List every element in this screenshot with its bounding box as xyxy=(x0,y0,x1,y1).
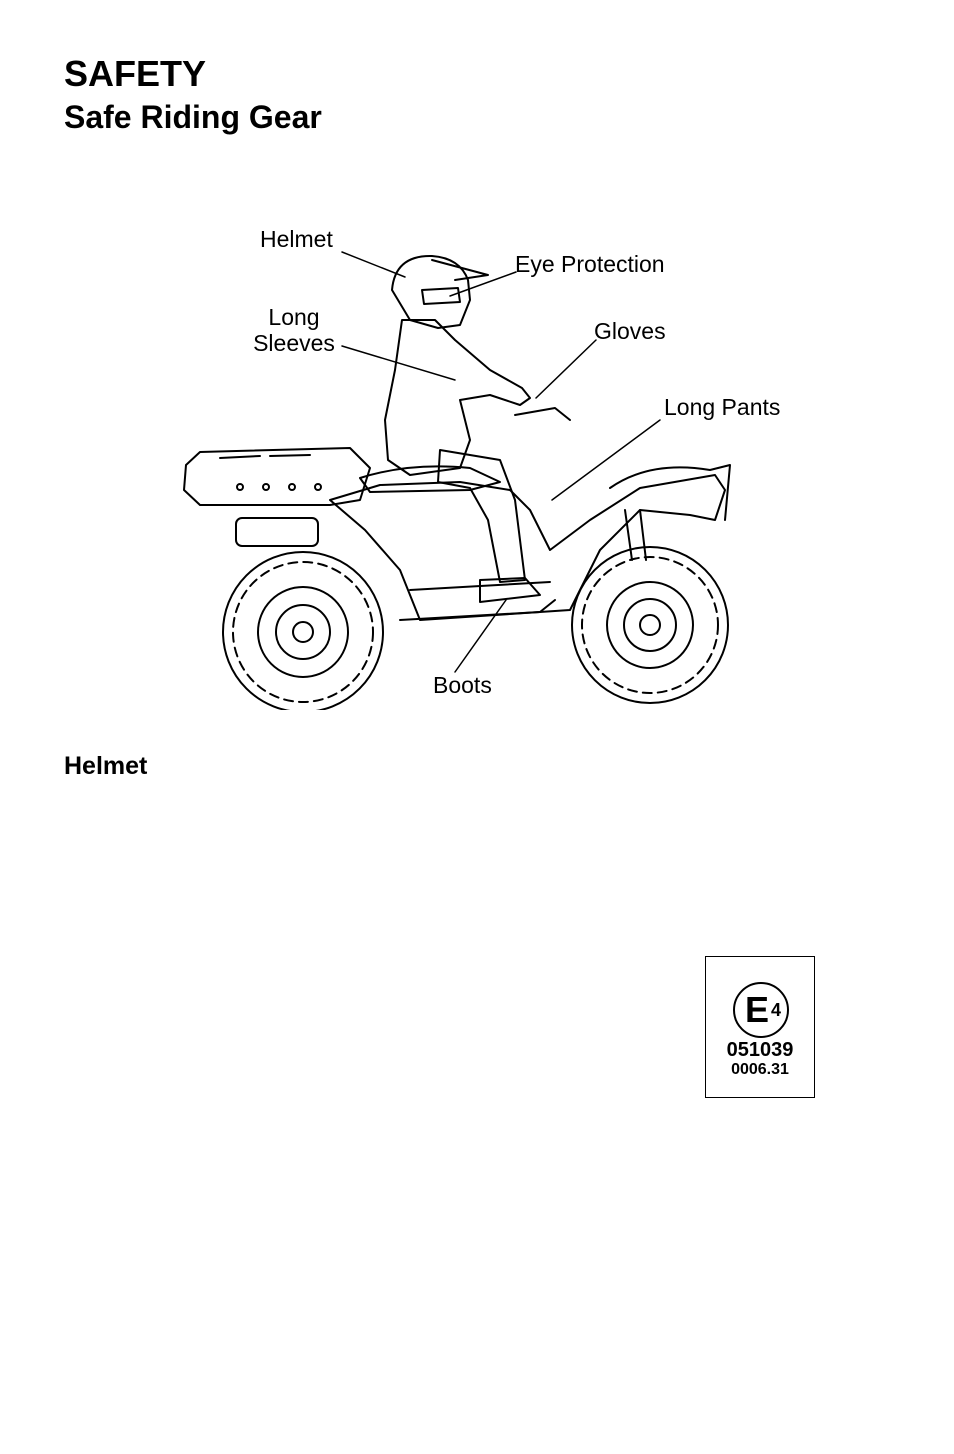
e-mark-circle: E 4 xyxy=(733,982,789,1038)
label-gloves: Gloves xyxy=(594,318,666,344)
rider-helmet xyxy=(391,254,489,329)
page-title: Safe Riding Gear xyxy=(64,99,322,135)
label-boots: Boots xyxy=(433,672,492,698)
atv-rider-illustration xyxy=(183,251,731,710)
e-mark-serial: 0006.31 xyxy=(731,1061,789,1078)
atv-body xyxy=(329,474,726,621)
leader-lines xyxy=(341,251,661,673)
rider-torso xyxy=(384,319,531,476)
rider-boot xyxy=(479,577,541,603)
e-mark-letter: E xyxy=(745,989,770,1030)
section-title: SAFETY xyxy=(64,53,207,94)
e-mark-country-code: 4 xyxy=(771,1000,782,1020)
helmet-heading: Helmet xyxy=(64,752,148,780)
label-helmet: Helmet xyxy=(260,226,333,252)
front-wheel xyxy=(571,546,729,704)
e-mark-approval-number: 051039 xyxy=(726,1039,794,1061)
label-long-pants: Long Pants xyxy=(664,394,781,420)
label-long-sleeves-line1: Long xyxy=(268,304,320,330)
label-long-sleeves-line2: Sleeves xyxy=(253,330,335,356)
rear-rack xyxy=(183,447,371,506)
rider-legs xyxy=(437,449,526,583)
rear-wheel xyxy=(222,551,384,710)
e-mark-label: E 4 051039 0006.31 xyxy=(705,956,815,1098)
label-eye-protection: Eye Protection xyxy=(515,251,665,277)
label-long-sleeves: Long Sleeves xyxy=(248,304,340,356)
seat xyxy=(359,465,501,493)
